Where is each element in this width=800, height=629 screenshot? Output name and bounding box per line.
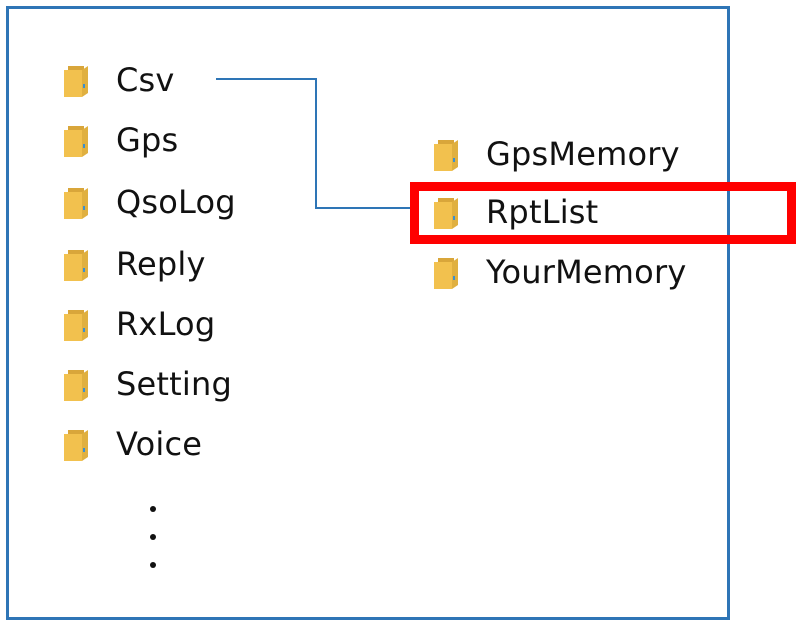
- more-items-ellipsis: [146, 498, 160, 582]
- folder-icon: [62, 426, 102, 462]
- diagram-frame: [6, 6, 730, 620]
- folder-yourmemory[interactable]: YourMemory: [432, 250, 686, 294]
- folder-voice[interactable]: Voice: [62, 422, 202, 466]
- folder-label: Voice: [116, 425, 203, 463]
- folder-label: Setting: [116, 365, 232, 403]
- folder-label: QsoLog: [116, 183, 236, 221]
- folder-rxlog[interactable]: RxLog: [62, 302, 215, 346]
- folder-reply[interactable]: Reply: [62, 242, 206, 286]
- folder-gps[interactable]: Gps: [62, 118, 178, 162]
- highlight-box: [410, 182, 796, 244]
- folder-icon: [62, 306, 102, 342]
- folder-label: RptList: [486, 193, 599, 231]
- folder-icon: [432, 254, 472, 290]
- folder-icon: [62, 62, 102, 98]
- ellipsis-dot: [150, 562, 156, 568]
- folder-label: Csv: [116, 61, 175, 99]
- folder-gpsmemory[interactable]: GpsMemory: [432, 132, 680, 176]
- folder-label: Gps: [116, 121, 179, 159]
- folder-icon: [62, 184, 102, 220]
- folder-label: RxLog: [116, 305, 216, 343]
- folder-label: Reply: [116, 245, 206, 283]
- folder-label: GpsMemory: [486, 135, 680, 173]
- ellipsis-dot: [150, 506, 156, 512]
- folder-icon: [432, 136, 472, 172]
- folder-icon: [62, 366, 102, 402]
- ellipsis-dot: [150, 534, 156, 540]
- folder-label: YourMemory: [486, 253, 687, 291]
- folder-rptlist[interactable]: RptList: [432, 190, 598, 234]
- folder-icon: [432, 194, 472, 230]
- folder-icon: [62, 246, 102, 282]
- folder-qsolog[interactable]: QsoLog: [62, 180, 236, 224]
- folder-icon: [62, 122, 102, 158]
- folder-csv[interactable]: Csv: [62, 58, 175, 102]
- folder-setting[interactable]: Setting: [62, 362, 232, 406]
